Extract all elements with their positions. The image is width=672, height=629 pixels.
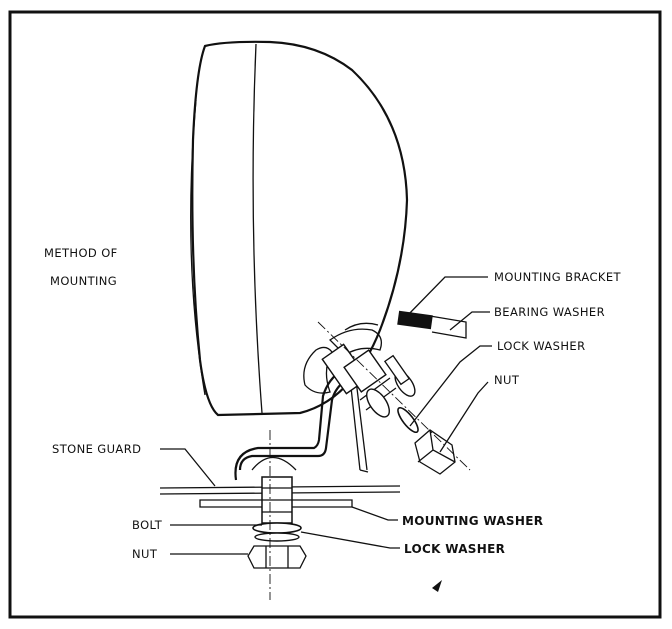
nut-lower bbox=[247, 545, 307, 569]
leader-lines bbox=[160, 276, 492, 555]
diagram-border bbox=[8, 10, 662, 619]
bracket-centerline bbox=[317, 321, 471, 471]
label-stone-guard: STONE GUARD bbox=[52, 442, 141, 456]
lamp-housing bbox=[190, 40, 409, 417]
lock-washer-upper bbox=[397, 406, 419, 434]
bracket-bolt bbox=[359, 354, 416, 418]
vertical-bolt bbox=[261, 476, 293, 524]
label-nut-upper: NUT bbox=[494, 373, 520, 387]
label-nut-lower: NUT bbox=[132, 547, 158, 561]
lock-washer-lower bbox=[252, 522, 302, 542]
label-bearing-washer: BEARING WASHER bbox=[494, 305, 605, 319]
label-lock-washer-lower: LOCK WASHER bbox=[404, 542, 505, 556]
title-line1: METHOD OF bbox=[44, 246, 118, 260]
stray-mark bbox=[432, 580, 442, 592]
label-mounting-washer: MOUNTING WASHER bbox=[402, 514, 543, 528]
label-bolt: BOLT bbox=[132, 518, 163, 532]
bearing-washer bbox=[303, 322, 387, 395]
title-line2: MOUNTING bbox=[50, 274, 117, 288]
mounting-bracket bbox=[234, 366, 369, 481]
bolt-dome bbox=[251, 456, 297, 471]
nut-upper bbox=[414, 429, 456, 475]
bearing-washer-stub bbox=[397, 310, 467, 339]
label-lock-washer-upper: LOCK WASHER bbox=[497, 339, 586, 353]
label-mounting-bracket: MOUNTING BRACKET bbox=[494, 270, 621, 284]
